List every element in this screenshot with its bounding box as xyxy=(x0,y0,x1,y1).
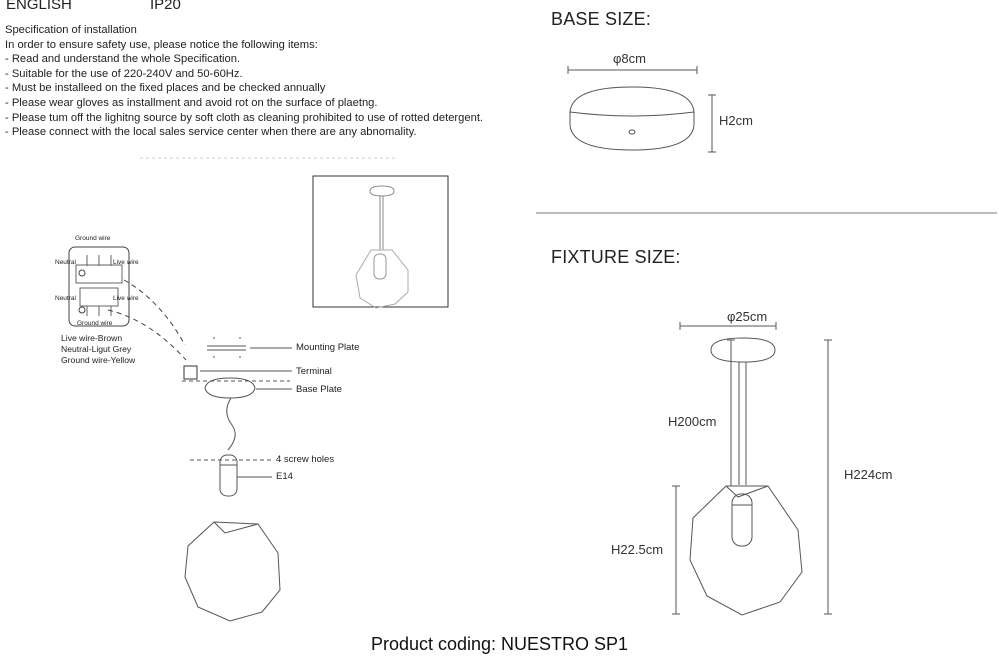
ground-wire-label-bottom: Ground wire xyxy=(77,320,113,327)
spec-intro: In order to ensure safety use, please no… xyxy=(5,38,318,51)
spec-item: - Suitable for the use of 220-240V and 5… xyxy=(5,67,243,80)
shade-height: H22.5cm xyxy=(611,542,664,557)
e14-socket-label: E14 xyxy=(276,471,293,482)
legend-ground: Ground wire-Yellow xyxy=(61,355,136,365)
spec-item: - Must be installeed on the fixed places… xyxy=(5,82,326,95)
base-height: H2cm xyxy=(719,113,753,128)
fixture-diameter: φ25cm xyxy=(727,309,768,324)
terminal-label: Terminal xyxy=(296,366,332,377)
wire-color-legend: Live wire-Brown Neutral-Ligut Grey Groun… xyxy=(61,333,135,366)
spec-item: - Please connect with the local sales se… xyxy=(5,126,417,139)
spec-block: Specification of installation In order t… xyxy=(5,23,483,140)
wiring-block-diagram xyxy=(68,246,187,361)
base-size-title: BASE SIZE: xyxy=(551,9,652,29)
spec-item: - Please wear gloves as installment and … xyxy=(5,96,378,109)
installed-lamp-preview xyxy=(312,175,449,309)
ip-rating: IP20 xyxy=(150,0,181,13)
spec-item: - Please tum off the lighitng source by … xyxy=(5,111,484,124)
live-wire-label-1: Live wire xyxy=(113,259,139,266)
screw-holes-label: 4 screw holes xyxy=(276,454,335,465)
exploded-assembly xyxy=(182,337,292,622)
spec-title: Specification of installation xyxy=(5,24,137,36)
total-height: H224cm xyxy=(844,467,893,482)
product-coding: Product coding: NUESTRO SP1 xyxy=(370,634,629,654)
language-label: ENGLISH xyxy=(6,0,72,13)
base-plate-label: Base Plate xyxy=(296,384,342,395)
spec-item: - Read and understand the whole Specific… xyxy=(5,53,241,66)
neutral-label-2: Neutral xyxy=(55,295,76,302)
fixture-drawing xyxy=(672,322,832,616)
legend-neutral: Neutral-Ligut Grey xyxy=(61,344,132,354)
legend-live: Live wire-Brown xyxy=(61,333,123,343)
neutral-label-1: Neutral xyxy=(55,259,76,266)
live-wire-label-2: Live wire xyxy=(113,295,139,302)
base-diameter: φ8cm xyxy=(613,51,646,66)
rod-height: H200cm xyxy=(668,414,717,429)
fixture-size-title: FIXTURE SIZE: xyxy=(551,247,681,267)
ground-wire-label-top: Ground wire xyxy=(75,235,111,242)
base-canopy-drawing xyxy=(567,66,716,153)
mounting-plate-label: Mounting Plate xyxy=(296,342,360,353)
